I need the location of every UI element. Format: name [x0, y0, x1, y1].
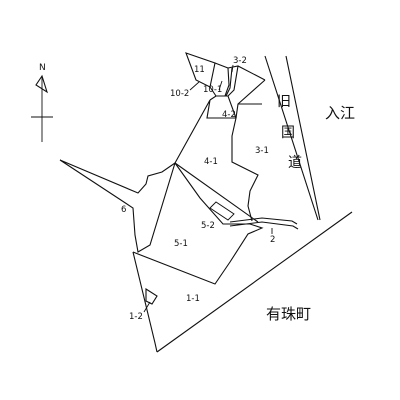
old-national-road: [264, 55, 321, 221]
parcel-4-2-boundary: [209, 95, 237, 119]
parcel-1-2-leader: [143, 301, 151, 313]
parcel-label-5-1: 5-1: [174, 239, 188, 249]
road-name-char-3: 道: [288, 155, 302, 171]
parcel-label-3-2: 3-2: [233, 56, 247, 66]
south-boundary-line: [156, 211, 353, 353]
parcel-5-1-boundary: [132, 162, 264, 285]
parcel-3-2-boundary: [225, 65, 266, 97]
parcel-divider-4-1-5-1: [174, 162, 259, 223]
parcel-label-1-2: 1-2: [129, 312, 143, 322]
north-label: N: [39, 63, 46, 73]
parcel-label-4-2: 4-2: [222, 110, 236, 120]
place-label-usu-town: 有珠町: [266, 305, 311, 323]
parcel-label-2: 2: [270, 235, 275, 245]
parcel-10-2-leader: [189, 81, 200, 91]
road-name-char-1: 旧: [277, 94, 291, 110]
parcel-1-2-boundary: [145, 287, 158, 305]
parcel-1-1-boundary: [132, 251, 158, 353]
north-arrow-icon: N: [31, 63, 53, 142]
parcel-label-3-1: 3-1: [255, 146, 269, 156]
parcel-label-5-2: 5-2: [201, 221, 215, 231]
parcel-label-10-2: 10-2: [170, 89, 189, 99]
parcel-label-10-1: 10-1: [203, 85, 222, 95]
parcel-label-6: 6: [121, 205, 126, 215]
parcel-label-1-1: 1-1: [186, 294, 200, 304]
parcel-4-1-boundary: [174, 99, 259, 222]
road-name-char-2: 国: [281, 125, 295, 141]
parcel-10-1-leader: [218, 80, 223, 91]
place-label-irie: 入江: [325, 104, 355, 122]
parcel-6-boundary: [59, 159, 176, 253]
parcel-3-2-leader: [231, 64, 234, 73]
parcel-10-1-boundary: [209, 62, 230, 97]
driveway-strip: [229, 217, 299, 230]
parcel-3-1-boundary: [235, 79, 266, 119]
parcel-5-2-marker: [209, 201, 235, 221]
parcel-label-4-1: 4-1: [204, 157, 218, 167]
parcel-label-11: 11: [194, 65, 205, 75]
